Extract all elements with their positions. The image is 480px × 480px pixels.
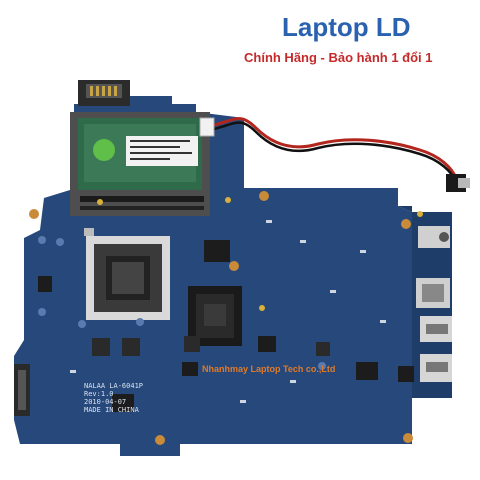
mount-hole xyxy=(155,435,165,445)
board-model: NALAA LA-6041P xyxy=(84,382,143,390)
board-origin: MADE IN CHINA xyxy=(84,406,140,414)
board-date: 2010-04-07 xyxy=(84,398,126,406)
mount-hole xyxy=(403,433,413,443)
ic-chip xyxy=(356,362,378,380)
warranty-subtitle: Chính Hãng - Bảo hành 1 đổi 1 xyxy=(244,50,433,65)
inductor xyxy=(316,342,330,356)
ic-chip xyxy=(38,276,52,292)
watermark-text: Nhanhmay Laptop Tech co.,Ltd xyxy=(202,364,335,374)
board-revision: Rev:1.0 xyxy=(84,390,114,398)
inductor xyxy=(184,336,200,352)
ic-chip xyxy=(182,362,198,376)
capacitor xyxy=(56,238,64,246)
inductor xyxy=(92,338,110,356)
mount-hole xyxy=(229,261,239,271)
audio-jack xyxy=(418,226,450,248)
capacitor xyxy=(136,318,144,326)
inductor xyxy=(122,338,140,356)
capacitor xyxy=(318,362,326,370)
mount-hole xyxy=(29,209,39,219)
ic-chip xyxy=(398,366,414,382)
ic-chip xyxy=(112,394,134,412)
power-cable xyxy=(209,117,458,179)
ic-chip xyxy=(258,336,276,352)
mount-hole xyxy=(259,191,269,201)
capacitor xyxy=(38,308,46,316)
capacitor xyxy=(78,320,86,328)
brand-title: Laptop LD xyxy=(282,12,411,42)
capacitor xyxy=(38,236,46,244)
ic-chip xyxy=(204,240,230,262)
mount-hole xyxy=(401,219,411,229)
